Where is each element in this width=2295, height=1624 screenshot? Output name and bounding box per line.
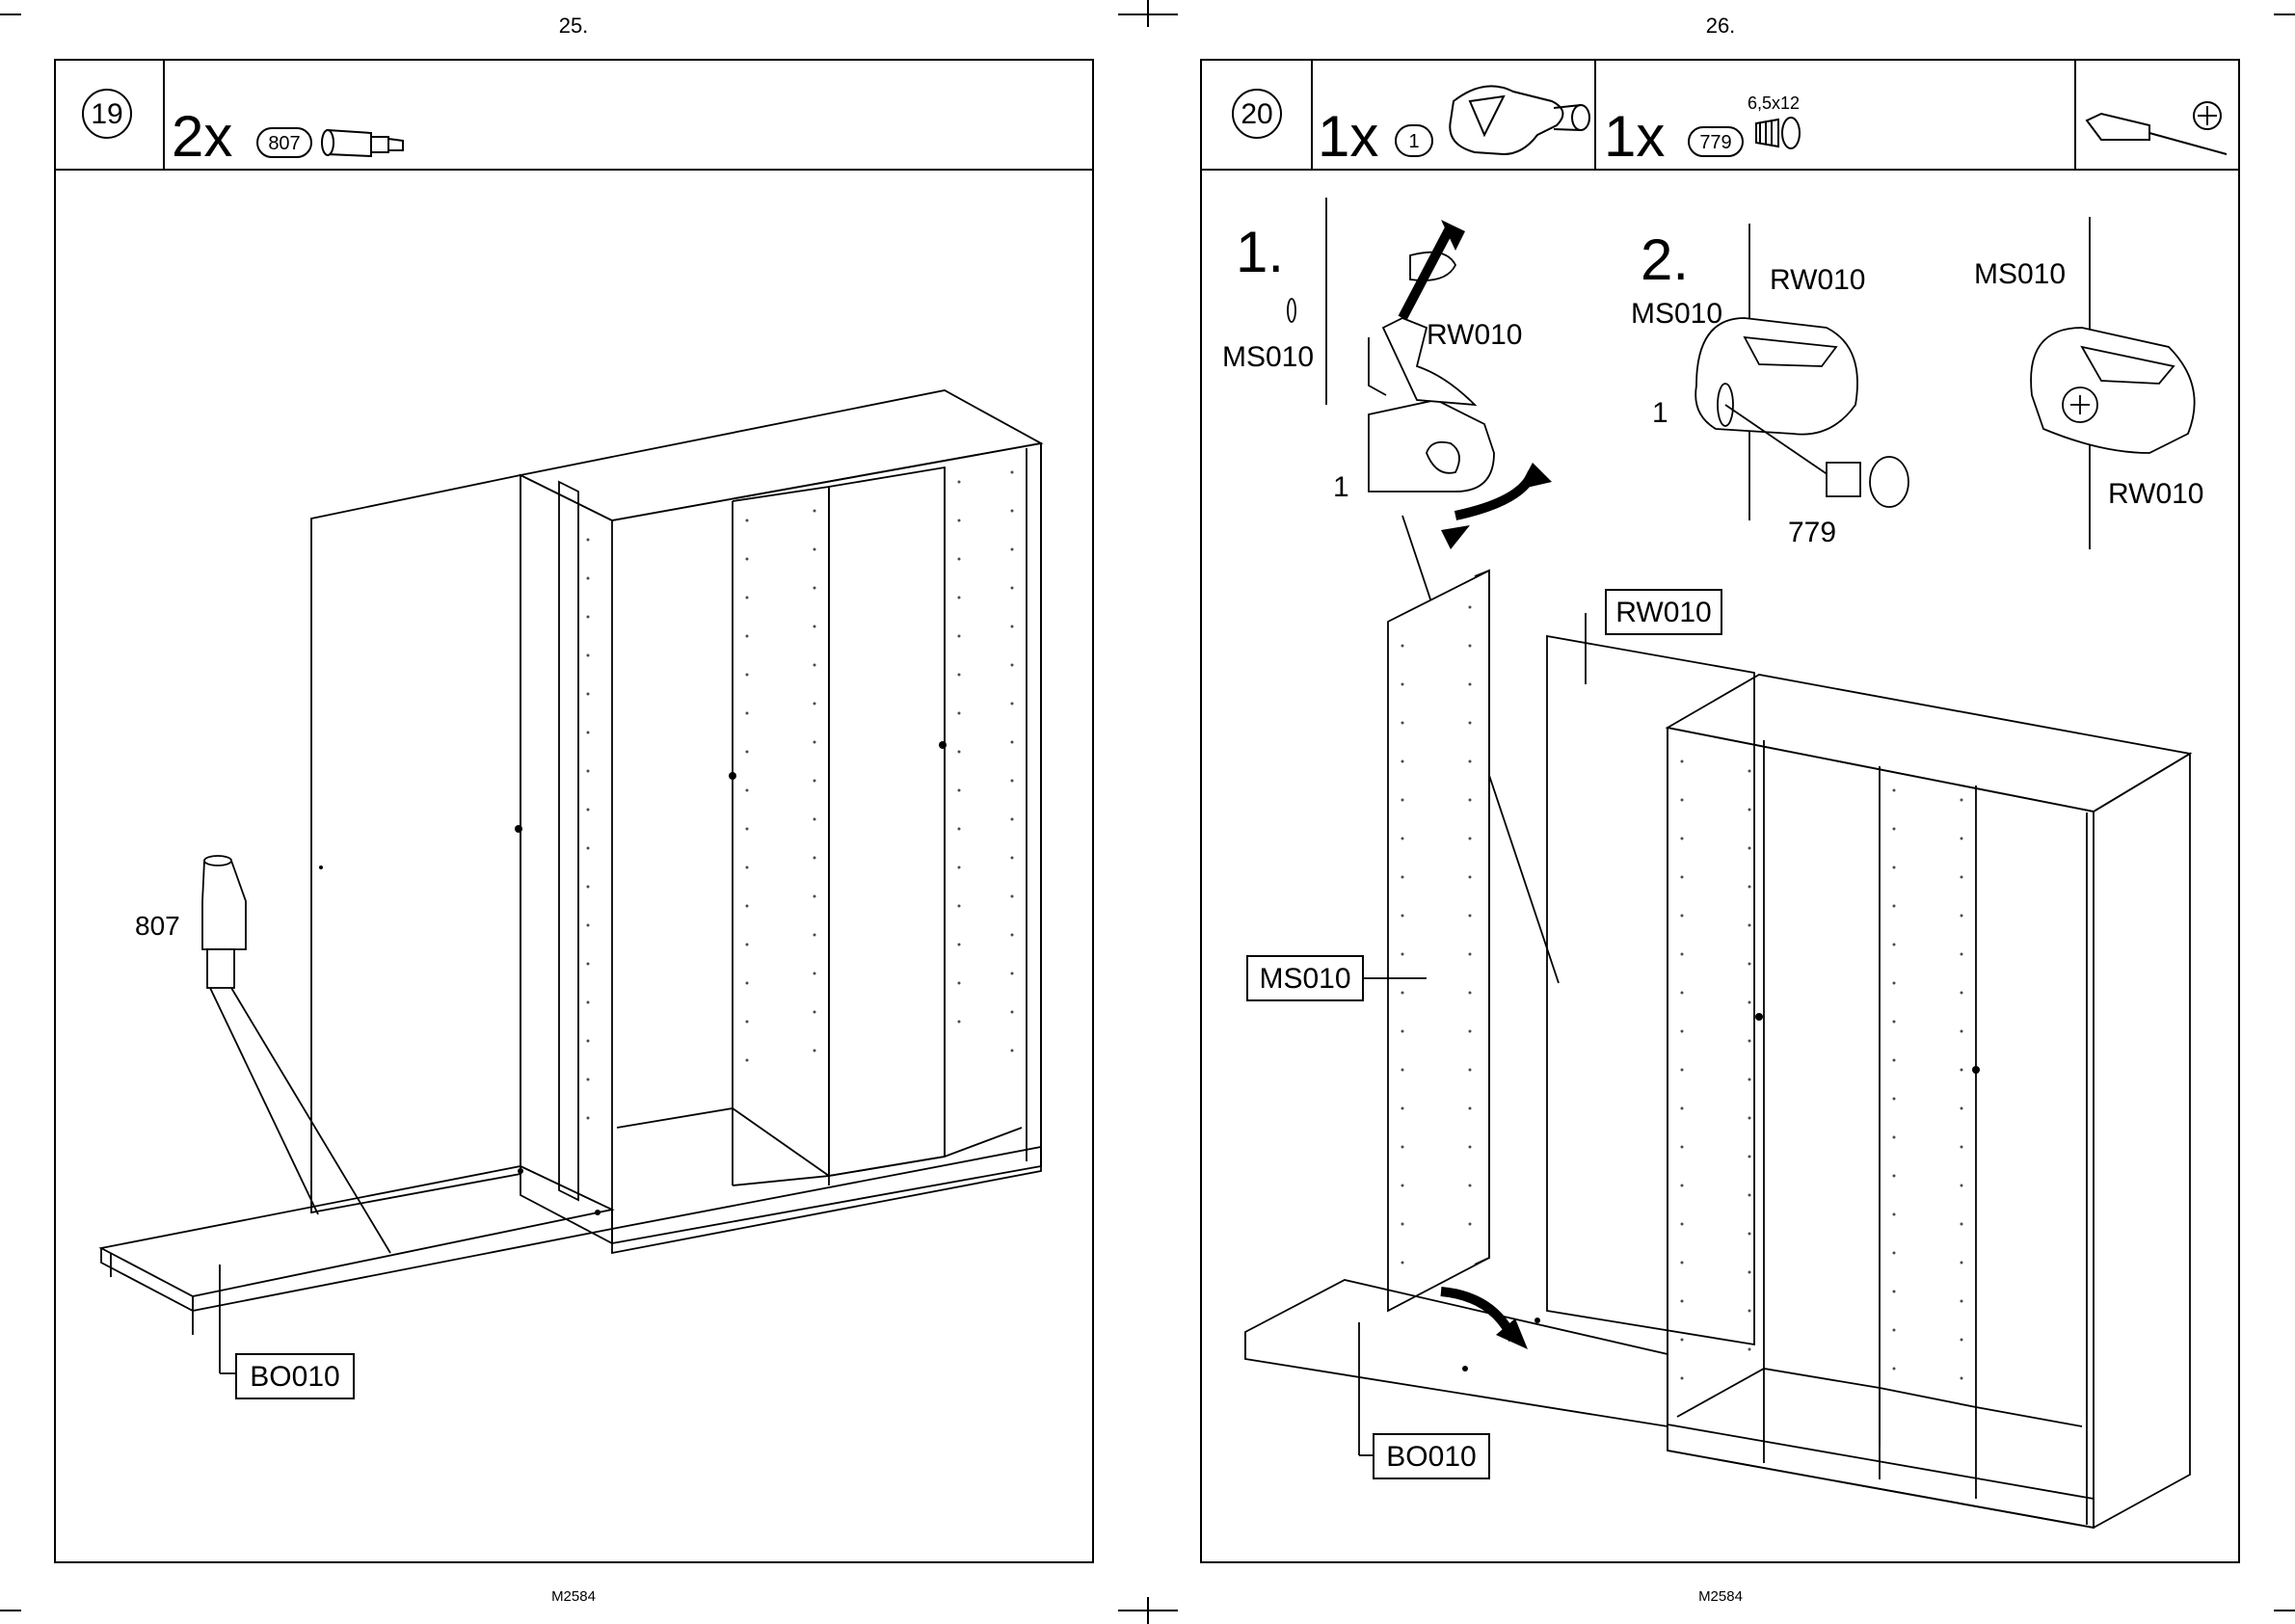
rw010-box-label: RW010 — [1615, 597, 1712, 628]
ms010-label-c: MS010 — [1974, 258, 2066, 290]
part-1-label-b: 1 — [1652, 397, 1668, 429]
left-holes — [319, 741, 947, 1215]
dowel-icon — [322, 130, 403, 156]
rw010-label-a: RW010 — [1427, 319, 1523, 351]
step-quantity-left: 2x — [172, 104, 232, 169]
wardrobe-right-drawing — [1245, 0, 2190, 1528]
step-number-right: 20 — [1241, 98, 1272, 130]
rw010-label-b: RW010 — [1770, 264, 1866, 296]
sub-step-2: 2. — [1641, 227, 1689, 292]
part-1-label-a: 1 — [1333, 471, 1349, 503]
ms010-label-b: MS010 — [1631, 298, 1722, 330]
quantity-1: 1x — [1318, 104, 1378, 169]
rw010-label-c: RW010 — [2108, 478, 2204, 510]
ms010-box-label: MS010 — [1259, 963, 1350, 995]
arrow-head-down — [1518, 463, 1552, 490]
dowel-label-807: 807 — [135, 911, 180, 941]
ms010-label-a: MS010 — [1222, 341, 1314, 373]
quantity-2: 1x — [1604, 104, 1665, 169]
bo010-label-left: BO010 — [250, 1361, 339, 1393]
step-number-left: 19 — [91, 98, 122, 130]
part-badge-779-label: 779 — [1699, 132, 1731, 153]
part-badge-1-label: 1 — [1408, 131, 1419, 152]
screw-size: 6,5x12 — [1748, 93, 1800, 113]
sub-step-1: 1. — [1236, 220, 1284, 284]
wardrobe-left-drawing — [101, 390, 1041, 1373]
screwdriver-icon — [2087, 102, 2227, 154]
part-badge-807-label: 807 — [268, 133, 300, 154]
screw-icon — [1756, 118, 1800, 148]
part-779-label: 779 — [1788, 517, 1836, 548]
right-page-frame — [1201, 60, 2239, 1562]
left-page-frame — [55, 60, 1093, 1562]
bo010-box-label-right: BO010 — [1386, 1441, 1476, 1473]
bracket-icon — [1450, 86, 1589, 154]
